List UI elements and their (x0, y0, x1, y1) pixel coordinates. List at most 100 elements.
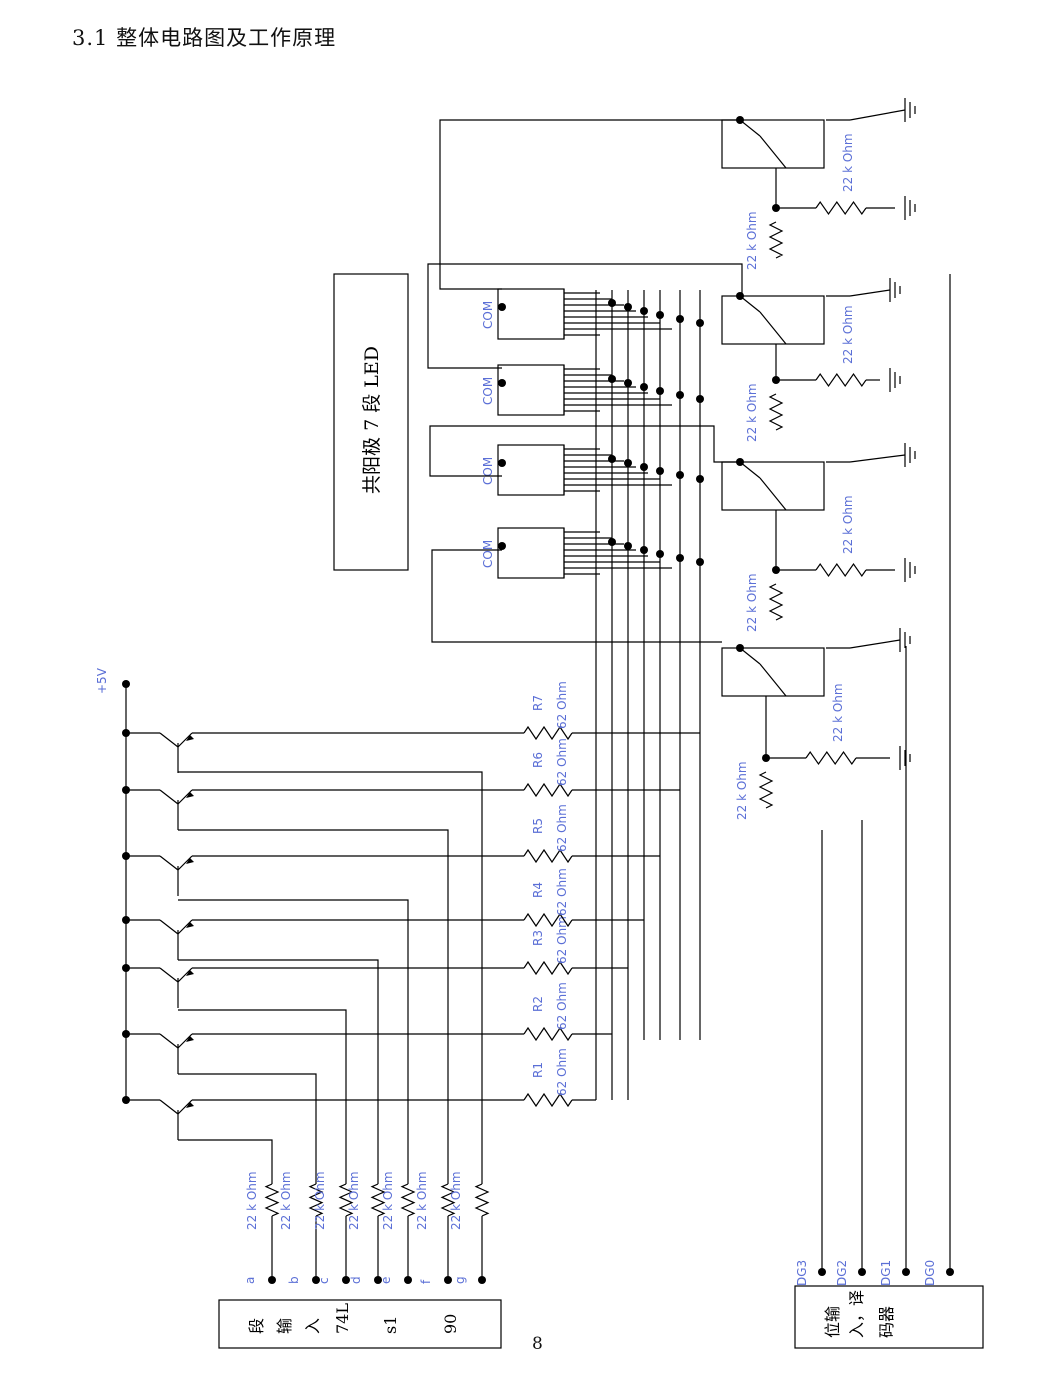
series-resistor (768, 221, 784, 259)
bus-junction (676, 391, 684, 399)
resistor-value: 62 Ohm (555, 868, 569, 916)
transistor-leg (739, 461, 761, 479)
resistor-zigzag (523, 1026, 573, 1042)
base-resistor (308, 1183, 324, 1217)
segment-input-label: g (453, 1276, 467, 1284)
transistor-collector (177, 855, 193, 871)
emitter-arrow (186, 970, 194, 976)
base-wire (178, 1073, 317, 1184)
base-resistor-value: 22 k Ohm (381, 1171, 395, 1230)
led-com-node (498, 459, 506, 467)
transistor-collector (177, 967, 193, 983)
digit-box-label: 入，译 (847, 1290, 866, 1338)
segment-driver-transistor (122, 1030, 194, 1074)
resistor-zigzag (523, 725, 573, 741)
stage-node (736, 458, 744, 466)
bus-junction (640, 383, 648, 391)
bus-junction (656, 311, 664, 319)
led-label: 共阳极 7 段 LED (361, 346, 383, 494)
segment-resistor: R4 62 Ohm (192, 868, 644, 928)
emitter-arrow (186, 735, 194, 741)
page-number: 8 (532, 1334, 543, 1354)
resistor-name: R1 (531, 1062, 545, 1078)
resistor-name: R3 (531, 930, 545, 946)
led-com-node (498, 542, 506, 550)
stage-node (736, 116, 744, 124)
transistor-emitter (159, 789, 179, 805)
led-digit-body (497, 444, 565, 496)
resistor-zigzag (523, 960, 573, 976)
segment-box-label: s1 (381, 1316, 400, 1334)
digit-input-node (946, 1268, 954, 1276)
segment-input-label: c (317, 1277, 331, 1284)
digit-input-node (902, 1268, 910, 1276)
darlington-pair (721, 295, 825, 345)
bias-resistor (815, 562, 867, 578)
base-resistor-value: 22 k Ohm (449, 1171, 463, 1230)
digit-input-label: DG2 (835, 1260, 849, 1286)
base-resistor-value: 22 k Ohm (279, 1171, 293, 1230)
transistor-emitter (159, 1099, 179, 1115)
segment-input-label: d (349, 1276, 363, 1284)
base-resistor (370, 1183, 386, 1217)
ground-wire (849, 454, 906, 463)
ground-wire (849, 289, 891, 297)
bias-resistor (805, 750, 857, 766)
bus-junction (656, 387, 664, 395)
segment-input-channel: 22 k Ohm g (178, 771, 490, 1284)
bus-junction (608, 538, 616, 546)
transistor-collector (177, 732, 193, 748)
base-wire (178, 771, 483, 1184)
transistor-collector (177, 1099, 193, 1115)
segment-input-channel: 22 k Ohm f (178, 829, 456, 1284)
base-wire (178, 899, 409, 1184)
bias-resistor (815, 372, 867, 388)
base-resistor-value: 22 k Ohm (245, 1171, 259, 1230)
bus-junction (676, 554, 684, 562)
bus-junction (696, 475, 704, 483)
series-resistor (768, 583, 784, 621)
led-digit-body (497, 288, 565, 340)
led-com-label: COM (481, 540, 495, 568)
bus-junction (608, 299, 616, 307)
transistor-leg (759, 663, 787, 697)
segment-driver-transistor (122, 786, 194, 830)
section-heading: 3.1 整体电路图及工作原理 (72, 26, 337, 50)
emitter-arrow (186, 792, 194, 798)
resistor-name: R4 (531, 882, 545, 898)
ground-symbol (889, 278, 901, 302)
base-resistor-value: 22 k Ohm (313, 1171, 327, 1230)
base-wire (178, 1009, 347, 1184)
transistor-collector (177, 1033, 193, 1049)
supply-label: +5V (95, 667, 109, 694)
segment-input-label: a (243, 1277, 257, 1284)
transistor-leg (759, 311, 787, 345)
segment-box-label: 段 (247, 1318, 266, 1334)
segment-drivers (122, 729, 194, 1140)
ground-symbol (904, 558, 916, 582)
base-resistor (474, 1183, 490, 1217)
bias-resistor (815, 200, 867, 216)
ground-symbol (889, 368, 901, 392)
bus-junction (640, 307, 648, 315)
base-wire (178, 1139, 273, 1184)
led-digit-body (497, 364, 565, 416)
base-wire (178, 959, 379, 1184)
transistor-collector (177, 789, 193, 805)
darlington-pair (721, 119, 825, 169)
segment-box-label: 输 (275, 1318, 294, 1334)
segment-input-label: f (419, 1279, 433, 1284)
ground-symbol (904, 98, 916, 122)
ground-symbol (904, 443, 916, 467)
bias-resistor-value: 22 k Ohm (841, 305, 855, 364)
base-wire (178, 829, 449, 1184)
led-com-label: COM (481, 301, 495, 329)
